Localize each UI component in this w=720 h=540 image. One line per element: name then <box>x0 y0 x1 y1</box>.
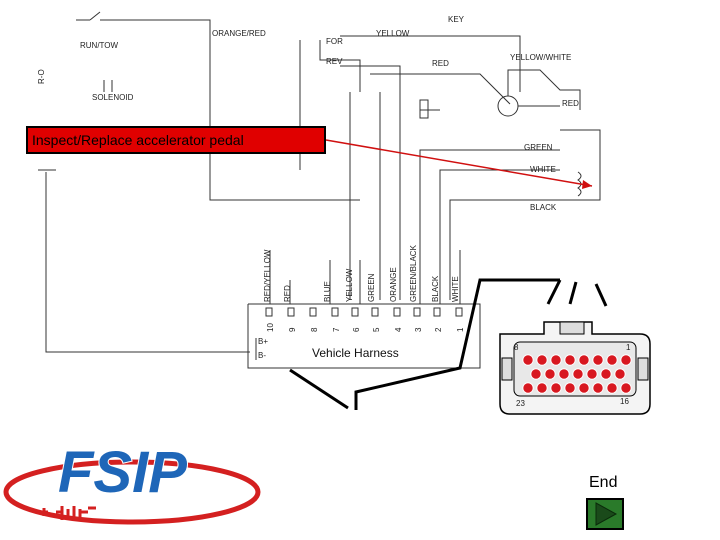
end-button[interactable] <box>586 498 624 530</box>
label-yellow: YELLOW <box>376 29 410 38</box>
connector-pin-label-23: 23 <box>516 399 525 408</box>
pin-number: 1 <box>456 327 465 332</box>
label-orange-red: ORANGE/RED <box>212 29 266 38</box>
wire-label: GREEN <box>367 273 376 302</box>
connector-pin-label-1: 1 <box>626 343 631 352</box>
connector-pin <box>522 382 534 394</box>
wire-label: BLUE <box>323 281 332 302</box>
label-key: KEY <box>448 15 465 24</box>
label-green-right: GREEN <box>524 143 553 152</box>
harness-pin <box>331 307 339 317</box>
pin-number: 10 <box>266 323 275 332</box>
label-solenoid: SOLENOID <box>92 93 134 102</box>
pin-number: 9 <box>288 327 297 332</box>
harness-pin <box>455 307 463 317</box>
label-b-minus: B- <box>258 351 266 360</box>
connector-pin <box>614 368 626 380</box>
connector-pin <box>592 382 604 394</box>
label-white-right: WHITE <box>530 165 556 174</box>
connector-pin <box>536 382 548 394</box>
harness-pin <box>351 307 359 317</box>
harness-pin <box>309 307 317 317</box>
label-rev: REV <box>326 57 343 66</box>
connector-pin <box>522 354 534 366</box>
label-red-right: RED <box>562 99 579 108</box>
wire-label: RED <box>283 285 292 302</box>
harness-pin <box>413 307 421 317</box>
connector-pin <box>586 368 598 380</box>
connector-pin <box>578 354 590 366</box>
harness-pin <box>265 307 273 317</box>
wire-label: BLACK <box>431 275 440 302</box>
logo-text: FSIP <box>58 440 187 505</box>
pin-number: 8 <box>310 327 319 332</box>
wire-label: GREEN/BLACK <box>409 244 418 302</box>
play-icon <box>595 502 618 526</box>
connector-pin <box>536 354 548 366</box>
label-red-top: RED <box>432 59 449 68</box>
connector-pin <box>544 368 556 380</box>
label-r-o: R-O <box>37 69 46 84</box>
connector-pin <box>572 368 584 380</box>
connector-pin <box>606 354 618 366</box>
connector-pin <box>600 368 612 380</box>
wire-label: RED/YELLOW <box>263 249 272 302</box>
label-black-right: BLACK <box>530 203 557 212</box>
connector <box>499 321 651 415</box>
connector-pin <box>620 354 632 366</box>
connector-pin <box>550 354 562 366</box>
wire-label: ORANGE <box>389 267 398 302</box>
harness-pin <box>371 307 379 317</box>
label-b-plus: B+ <box>258 337 268 346</box>
pin-number: 6 <box>352 327 361 332</box>
pin-number: 3 <box>414 327 423 332</box>
pin-number: 4 <box>394 327 403 332</box>
connector-pin-label-8: 8 <box>514 343 519 352</box>
pin-number: 5 <box>372 327 381 332</box>
harness-pin <box>287 307 295 317</box>
connector-pin <box>606 382 618 394</box>
connector-pin <box>564 354 576 366</box>
connector-pin <box>620 382 632 394</box>
connector-pin <box>578 382 590 394</box>
wire-label: YELLOW <box>345 268 354 302</box>
connector-pin <box>550 382 562 394</box>
connector-pin-label-16: 16 <box>620 397 629 406</box>
label-yellow-white: YELLOW/WHITE <box>510 53 571 62</box>
battery-icon <box>40 506 96 520</box>
connector-pin <box>530 368 542 380</box>
connector-pin <box>558 368 570 380</box>
connector-pin <box>564 382 576 394</box>
label-run-tow: RUN/TOW <box>80 41 119 50</box>
end-label: End <box>589 474 618 491</box>
fsip-logo: FSIP <box>3 439 261 525</box>
vehicle-harness-label: Vehicle Harness <box>312 346 399 360</box>
pin-number: 7 <box>332 327 341 332</box>
wire-label: WHITE <box>451 276 460 302</box>
label-for: FOR <box>326 37 343 46</box>
inspect-replace-callout: Inspect/Replace accelerator pedal <box>26 126 326 154</box>
harness-pin <box>393 307 401 317</box>
connector-pin <box>592 354 604 366</box>
harness-pin <box>433 307 441 317</box>
pin-number: 2 <box>434 327 443 332</box>
